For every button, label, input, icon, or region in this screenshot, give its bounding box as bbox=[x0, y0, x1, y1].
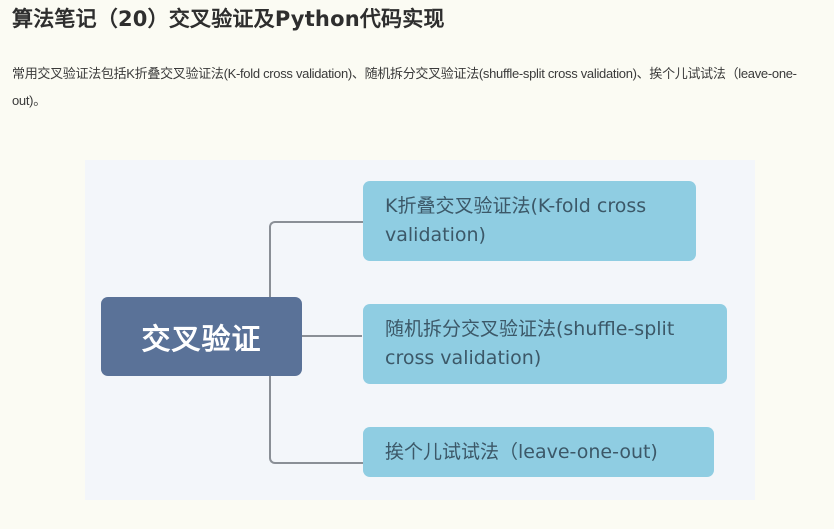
connector-line-middle bbox=[302, 335, 362, 337]
child-node-label: 随机拆分交叉验证法(shuffle-split cross validation… bbox=[385, 318, 675, 369]
child-node-leave-one-out: 挨个儿试试法（leave-one-out) bbox=[363, 427, 714, 477]
connector-line-top bbox=[269, 221, 364, 299]
child-node-label: 挨个儿试试法（leave-one-out) bbox=[385, 440, 658, 463]
child-node-label: K折叠交叉验证法(K-fold cross validation) bbox=[385, 195, 647, 246]
root-node-label: 交叉验证 bbox=[141, 321, 262, 356]
child-node-k-fold: K折叠交叉验证法(K-fold cross validation) bbox=[363, 181, 696, 261]
connector-line-bottom bbox=[269, 376, 364, 464]
article-title: 算法笔记（20）交叉验证及Python代码实现 bbox=[12, 7, 445, 31]
child-node-shuffle-split: 随机拆分交叉验证法(shuffle-split cross validation… bbox=[363, 304, 727, 384]
article-intro-paragraph: 常用交叉验证法包括K折叠交叉验证法(K-fold cross validatio… bbox=[12, 66, 797, 108]
mind-map-diagram: 交叉验证 K折叠交叉验证法(K-fold cross validation) 随… bbox=[85, 160, 755, 500]
root-node-cross-validation: 交叉验证 bbox=[101, 297, 302, 376]
